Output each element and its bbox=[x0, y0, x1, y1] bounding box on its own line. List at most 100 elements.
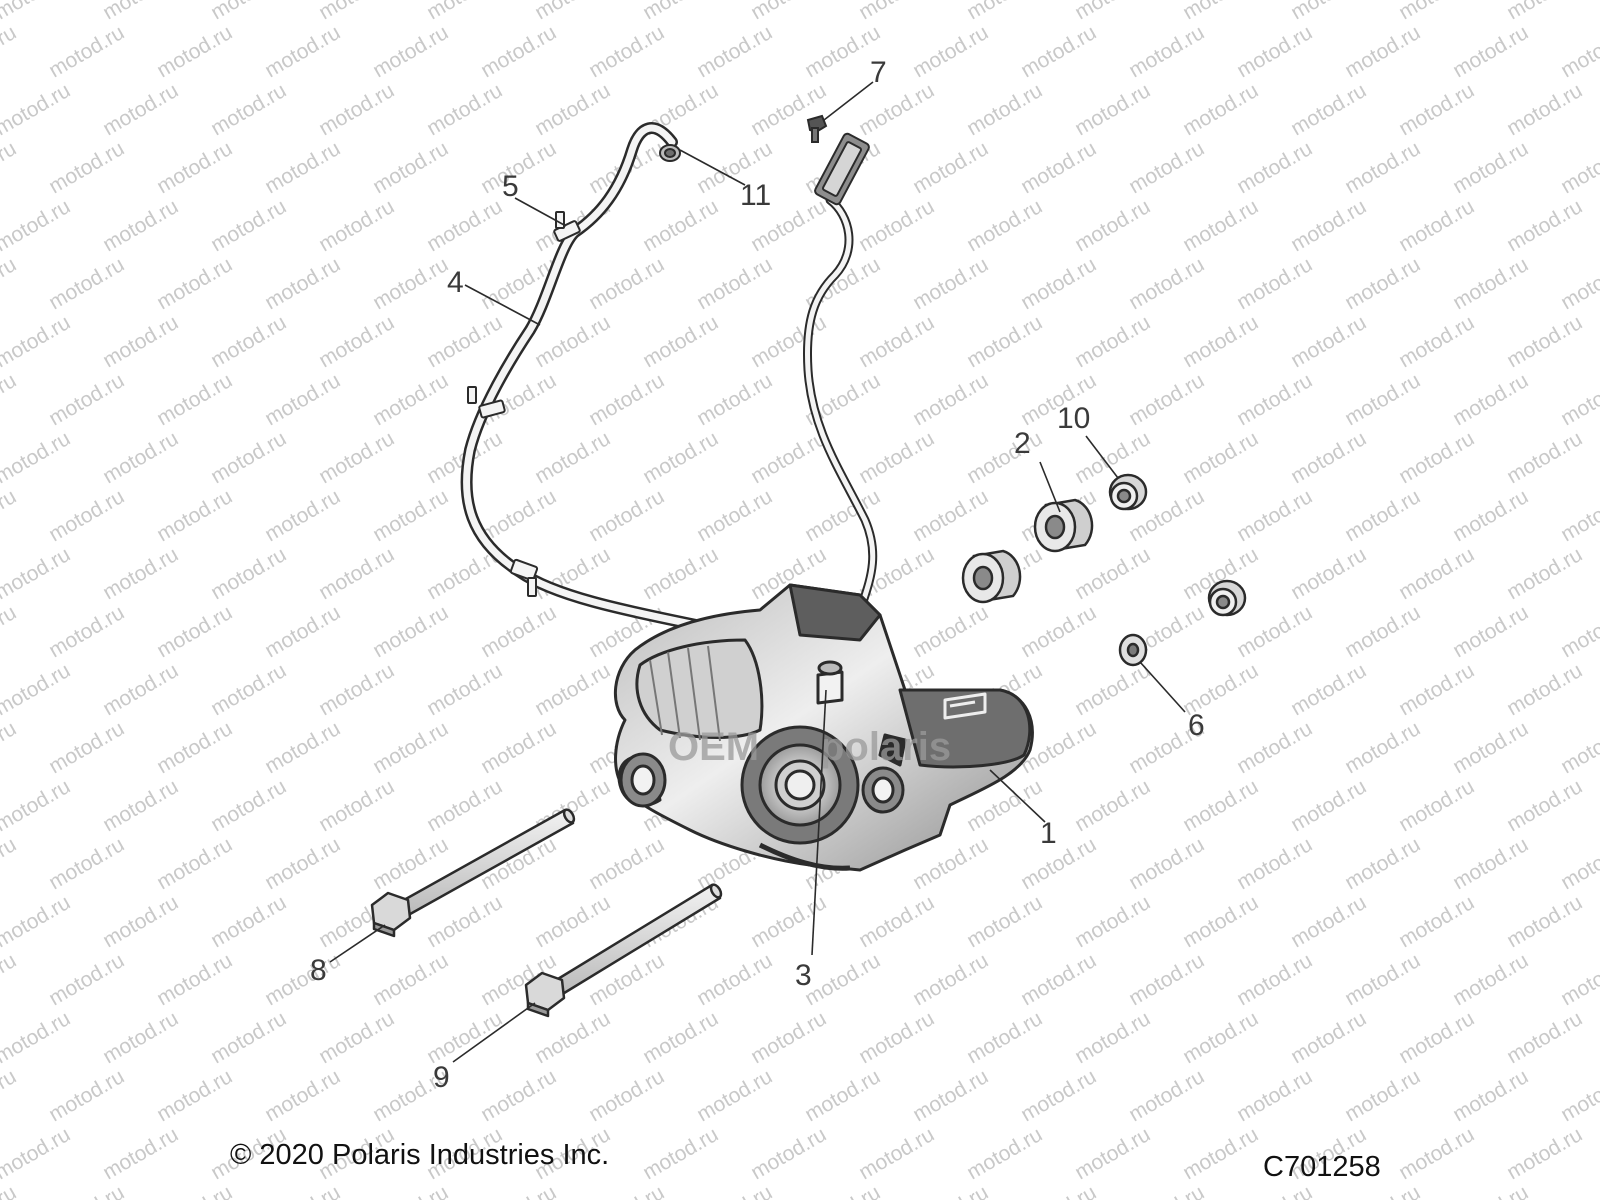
watermark-text: motod.ru bbox=[1341, 717, 1424, 778]
watermark-text: motod.ru bbox=[855, 891, 938, 952]
watermark-text: motod.ru bbox=[585, 1181, 668, 1200]
watermark-text: motod.ru bbox=[153, 717, 236, 778]
watermark-text: motod.ru bbox=[423, 1007, 506, 1068]
watermark-text: motod.ru bbox=[261, 1065, 344, 1126]
watermark-text: motod.ru bbox=[747, 891, 830, 952]
watermark-text: motod.ru bbox=[747, 1007, 830, 1068]
watermark-text: motod.ru bbox=[1395, 543, 1478, 604]
watermark-text: motod.ru bbox=[477, 1065, 560, 1126]
watermark-text: motod.ru bbox=[1233, 601, 1316, 662]
watermark-text: motod.ru bbox=[909, 601, 992, 662]
watermark-text: motod.ru bbox=[153, 833, 236, 894]
watermark-text: motod.ru bbox=[1017, 137, 1100, 198]
watermark-text: motod.ru bbox=[45, 1065, 128, 1126]
watermark-text: motod.ru bbox=[1449, 485, 1532, 546]
watermark-text: motod.ru bbox=[261, 1181, 344, 1200]
watermark-text: motod.ru bbox=[99, 195, 182, 256]
watermark-text: motod.ru bbox=[0, 833, 20, 894]
watermark-text: motod.ru bbox=[1395, 195, 1478, 256]
watermark-text: motod.ru bbox=[909, 949, 992, 1010]
watermark-text: motod.ru bbox=[261, 21, 344, 82]
watermark-text: motod.ru bbox=[423, 659, 506, 720]
watermark-text: motod.ru bbox=[747, 427, 830, 488]
watermark-text: motod.ru bbox=[963, 195, 1046, 256]
watermark-text: motod.ru bbox=[1341, 137, 1424, 198]
watermark-text: motod.ru bbox=[1179, 1007, 1262, 1068]
watermark-text: motod.ru bbox=[1017, 253, 1100, 314]
watermark-text: motod.ru bbox=[99, 891, 182, 952]
watermark-text: motod.ru bbox=[693, 1181, 776, 1200]
watermark-text: motod.ru bbox=[1557, 717, 1600, 778]
watermark-text: motod.ru bbox=[1449, 833, 1532, 894]
watermark-text: motod.ru bbox=[99, 543, 182, 604]
watermark-text: motod.ru bbox=[1233, 1065, 1316, 1126]
watermark-text: motod.ru bbox=[369, 1181, 452, 1200]
watermark-text: motod.ru bbox=[1179, 427, 1262, 488]
watermark-text: motod.ru bbox=[639, 427, 722, 488]
watermark-text: motod.ru bbox=[207, 775, 290, 836]
watermark-text: motod.ru bbox=[45, 21, 128, 82]
watermark-text: motod.ru bbox=[1179, 0, 1262, 24]
watermark-text: motod.ru bbox=[207, 0, 290, 24]
watermark-text: motod.ru bbox=[1179, 891, 1262, 952]
watermark-text: motod.ru bbox=[99, 79, 182, 140]
watermark-text: motod.ru bbox=[153, 485, 236, 546]
watermark-text: motod.ru bbox=[855, 311, 938, 372]
watermark-text: motod.ru bbox=[747, 1123, 830, 1184]
watermark-text: motod.ru bbox=[1449, 1181, 1532, 1200]
watermark-text: motod.ru bbox=[1341, 949, 1424, 1010]
watermark-text: motod.ru bbox=[261, 833, 344, 894]
watermark-text: motod.ru bbox=[639, 195, 722, 256]
watermark-text: motod.ru bbox=[0, 79, 74, 140]
callout-8: 8 bbox=[310, 954, 327, 987]
watermark-text: motod.ru bbox=[1449, 253, 1532, 314]
callout-9: 9 bbox=[433, 1061, 450, 1094]
watermark-text: motod.ru bbox=[1179, 775, 1262, 836]
watermark-text: motod.ru bbox=[1179, 311, 1262, 372]
watermark-text: motod.ru bbox=[1017, 833, 1100, 894]
watermark-text: motod.ru bbox=[909, 21, 992, 82]
watermark-text: motod.ru bbox=[369, 949, 452, 1010]
watermark-text: motod.ru bbox=[909, 1065, 992, 1126]
callout-5: 5 bbox=[502, 170, 519, 203]
callout-4: 4 bbox=[447, 266, 464, 299]
watermark-text: motod.ru bbox=[477, 601, 560, 662]
watermark-text: motod.ru bbox=[1233, 369, 1316, 430]
watermark-text: motod.ru bbox=[639, 543, 722, 604]
watermark-text: motod.ru bbox=[1233, 717, 1316, 778]
watermark-text: motod.ru bbox=[369, 21, 452, 82]
watermark-text: motod.ru bbox=[1395, 1007, 1478, 1068]
connector-clip bbox=[806, 114, 828, 143]
watermark-text: motod.ru bbox=[693, 253, 776, 314]
watermark-text: motod.ru bbox=[315, 543, 398, 604]
watermark-text: motod.ru bbox=[1287, 543, 1370, 604]
watermark-text: motod.ru bbox=[1017, 949, 1100, 1010]
watermark-text: motod.ru bbox=[369, 485, 452, 546]
watermark-text: motod.ru bbox=[963, 0, 1046, 24]
watermark-text: motod.ru bbox=[261, 717, 344, 778]
watermark-text: motod.ru bbox=[153, 1181, 236, 1200]
watermark-text: motod.ru bbox=[747, 311, 830, 372]
watermark-text: motod.ru bbox=[1287, 195, 1370, 256]
watermark-text: motod.ru bbox=[45, 949, 128, 1010]
watermark-text: motod.ru bbox=[1449, 1065, 1532, 1126]
watermark-text: motod.ru bbox=[531, 1007, 614, 1068]
watermark-text: motod.ru bbox=[1557, 21, 1600, 82]
watermark-text: motod.ru bbox=[207, 427, 290, 488]
watermark-text: motod.ru bbox=[909, 369, 992, 430]
watermark-text: motod.ru bbox=[1341, 1065, 1424, 1126]
watermark-text: motod.ru bbox=[1395, 311, 1478, 372]
watermark-text: motod.ru bbox=[0, 543, 74, 604]
watermark-text: motod.ru bbox=[369, 601, 452, 662]
watermark-text: motod.ru bbox=[1557, 253, 1600, 314]
watermark-text: motod.ru bbox=[1179, 195, 1262, 256]
watermark-text: motod.ru bbox=[369, 369, 452, 430]
watermark-text: motod.ru bbox=[585, 253, 668, 314]
watermark-text: motod.ru bbox=[855, 427, 938, 488]
harness-connector bbox=[814, 132, 870, 206]
watermark-text: motod.ru bbox=[423, 0, 506, 24]
watermark-text: motod.ru bbox=[1503, 659, 1586, 720]
watermark-text: motod.ru bbox=[531, 79, 614, 140]
watermark-text: motod.ru bbox=[1287, 311, 1370, 372]
watermark-text: motod.ru bbox=[801, 949, 884, 1010]
